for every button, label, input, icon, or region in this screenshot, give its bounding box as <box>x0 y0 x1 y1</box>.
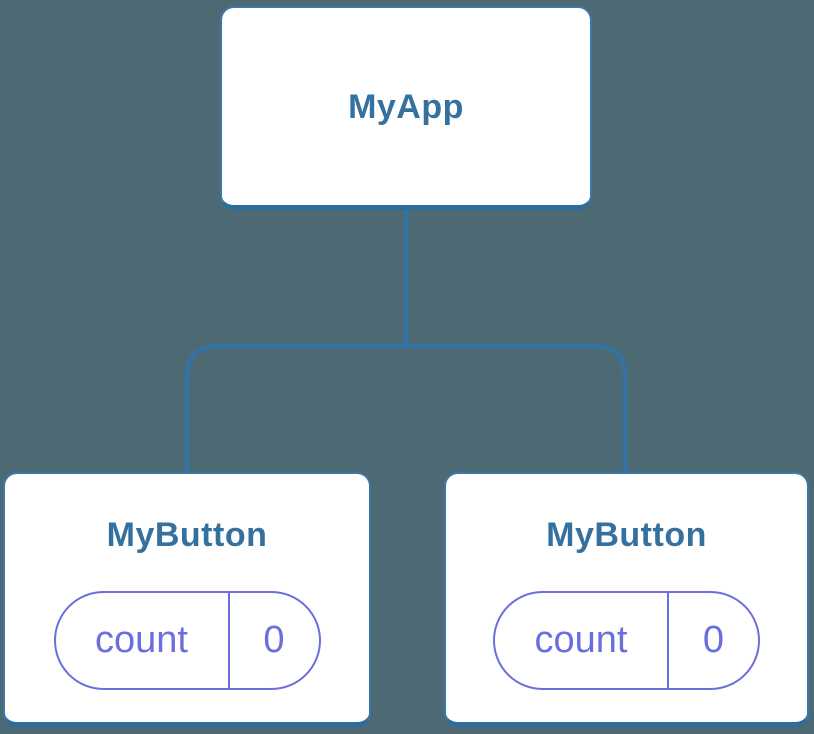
node-mybutton-1: MyButton count 0 <box>3 472 371 727</box>
state-pill-2: count 0 <box>493 591 760 690</box>
state-key-2: count <box>534 619 628 661</box>
connector-bracket <box>184 343 628 473</box>
pill-divider-1 <box>227 593 230 688</box>
node-myapp-label: MyApp <box>348 87 464 126</box>
node-mybutton-2-label: MyButton <box>546 516 707 554</box>
node-mybutton-2: MyButton count 0 <box>444 472 809 727</box>
state-value-2: 0 <box>702 619 725 661</box>
state-value-1: 0 <box>263 619 285 661</box>
pill-divider-2 <box>667 593 669 688</box>
node-myapp: MyApp <box>220 6 592 210</box>
node-mybutton-1-label: MyButton <box>106 516 268 554</box>
state-pill-1: count 0 <box>53 591 321 690</box>
state-key-1: count <box>95 619 188 661</box>
